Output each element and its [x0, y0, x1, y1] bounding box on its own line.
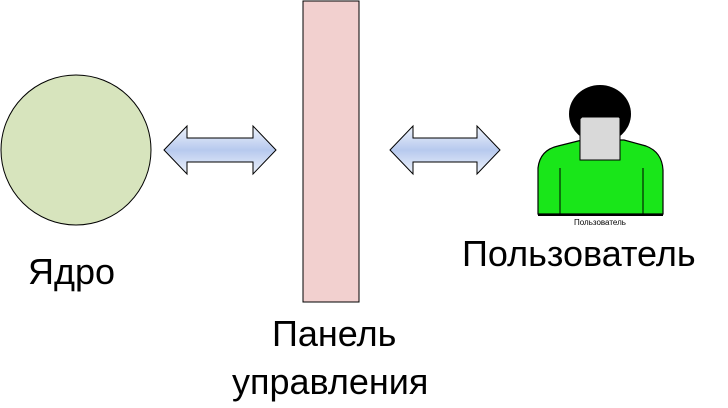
user-label: Пользователь — [462, 233, 696, 274]
control-panel-rect — [302, 0, 360, 303]
kernel-circle — [0, 74, 152, 226]
user-icon-caption: Пользователь — [574, 218, 626, 227]
kernel-label: Ядро — [28, 251, 116, 292]
double-arrow-icon-right — [389, 124, 501, 176]
control-panel-label-line2: управления — [232, 361, 429, 402]
user-icon — [537, 85, 664, 216]
control-panel-label-line1: Панель — [272, 313, 397, 354]
double-arrow-icon-left — [163, 124, 277, 176]
